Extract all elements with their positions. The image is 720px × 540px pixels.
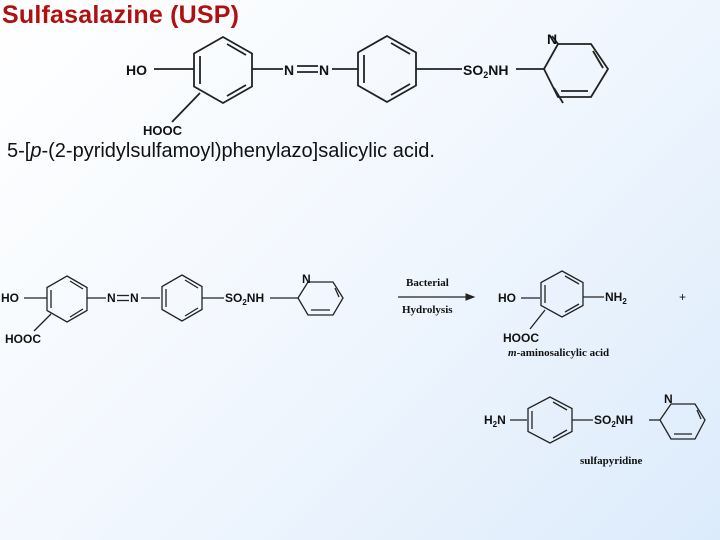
product2-phenyl-ring bbox=[527, 396, 573, 444]
reactant-cooh-bond bbox=[33, 313, 52, 332]
reactant-pyridine-ring bbox=[297, 281, 344, 316]
salicylic-ring bbox=[193, 35, 253, 105]
hydroxyl-label: HO bbox=[126, 62, 147, 78]
product2-amine-label: H2N bbox=[484, 413, 506, 429]
chemical-name-prefix: 5-[ bbox=[7, 140, 31, 162]
product1-cooh-bond bbox=[529, 309, 546, 330]
carboxyl-label: HOOC bbox=[143, 123, 183, 138]
reaction-arrow: Bacterial Hydrolysis bbox=[398, 277, 476, 316]
sulfasalazine-structure: HO HOOC N N SO2NH N bbox=[126, 31, 610, 138]
reactant-salicylic-ring bbox=[46, 275, 88, 323]
reactant-azo-double-bond bbox=[117, 294, 129, 302]
cooh-bond bbox=[171, 92, 201, 123]
product-aminosalicylic-acid: HO NH2 HOOC m-aminosalicylic acid bbox=[498, 270, 627, 359]
plus-sign: + bbox=[679, 290, 686, 304]
phenyl-ring bbox=[357, 34, 417, 104]
reactant-azo-n-right: N bbox=[130, 291, 139, 305]
chemical-name-para: p bbox=[30, 140, 42, 162]
azo-n-left: N bbox=[284, 62, 294, 78]
reactant-pyridine-n-label: N bbox=[302, 272, 311, 286]
chemical-name-suffix: -(2-pyridylsulfamoyl)phenylazo]salicylic… bbox=[41, 140, 435, 162]
product2-pyridine-n-label: N bbox=[664, 392, 673, 406]
arrow-label-bottom: Hydrolysis bbox=[402, 304, 453, 316]
reactant-structure: HO HOOC N N SO2NH N bbox=[1, 272, 344, 346]
pyridine-ring bbox=[543, 35, 610, 104]
arrow-label-top: Bacterial bbox=[406, 277, 449, 289]
reactant-carboxyl-label: HOOC bbox=[5, 332, 41, 346]
chemical-name: 5-[p-(2-pyridylsulfamoyl)phenylazo]salic… bbox=[7, 140, 435, 163]
reactant-phenyl-ring bbox=[161, 274, 203, 322]
product1-name: m-aminosalicylic acid bbox=[508, 347, 609, 359]
azo-n-right: N bbox=[319, 62, 329, 78]
product1-carboxyl-label: HOOC bbox=[503, 331, 539, 345]
product2-sulfonamide-label: SO2NH bbox=[594, 413, 633, 429]
reactant-sulfonamide-label: SO2NH bbox=[225, 291, 264, 307]
slide-title: Sulfasalazine (USP) bbox=[2, 1, 240, 29]
product2-name: sulfapyridine bbox=[580, 455, 642, 467]
product-sulfapyridine: H2N SO2NH N sulfapyridine bbox=[484, 392, 706, 467]
product1-amine-label: NH2 bbox=[605, 290, 627, 306]
pyridine-n-label: N bbox=[547, 31, 557, 47]
arrow-head bbox=[465, 293, 476, 301]
reactant-hydroxyl-label: HO bbox=[1, 291, 19, 305]
product1-hydroxyl-label: HO bbox=[498, 291, 516, 305]
azo-double-bond bbox=[297, 65, 318, 73]
product2-pyridine-ring bbox=[659, 403, 706, 440]
sulfonamide-label: SO2NH bbox=[463, 62, 508, 80]
product1-ring bbox=[540, 270, 584, 318]
reactant-azo-n-left: N bbox=[107, 291, 116, 305]
